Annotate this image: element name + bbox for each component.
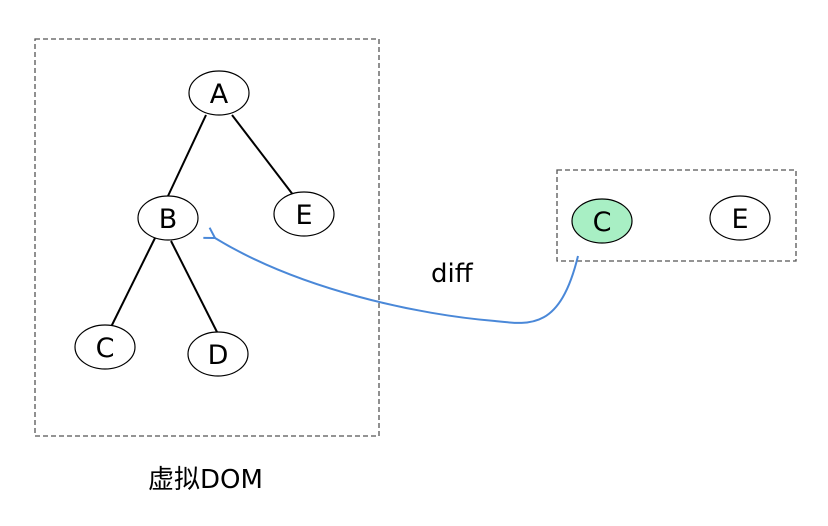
patch-node-c-label: C <box>593 207 612 238</box>
node-d: D <box>187 331 249 377</box>
patch-frame <box>556 169 797 262</box>
node-b-label: B <box>159 204 178 235</box>
node-a: A <box>188 70 250 116</box>
arrow-label: diff <box>431 259 474 289</box>
edge-a-b <box>167 114 207 197</box>
diff-arrow <box>203 227 579 324</box>
node-c: C <box>74 324 136 370</box>
patch-node-c: C <box>571 198 633 244</box>
virtual-dom-label: 虚拟DOM <box>148 465 263 495</box>
virtual-dom-frame <box>34 38 380 437</box>
edge-b-d <box>170 240 218 333</box>
edge-a-e <box>231 114 298 201</box>
node-e-label: E <box>295 200 312 231</box>
patch-node-e-label: E <box>731 204 748 235</box>
edge-b-c <box>110 237 156 328</box>
patch-node-e: E <box>709 195 771 241</box>
node-a-label: A <box>210 79 229 110</box>
node-d-label: D <box>208 340 229 371</box>
node-b: B <box>137 195 199 241</box>
node-e: E <box>273 191 335 237</box>
node-c-label: C <box>96 333 115 364</box>
